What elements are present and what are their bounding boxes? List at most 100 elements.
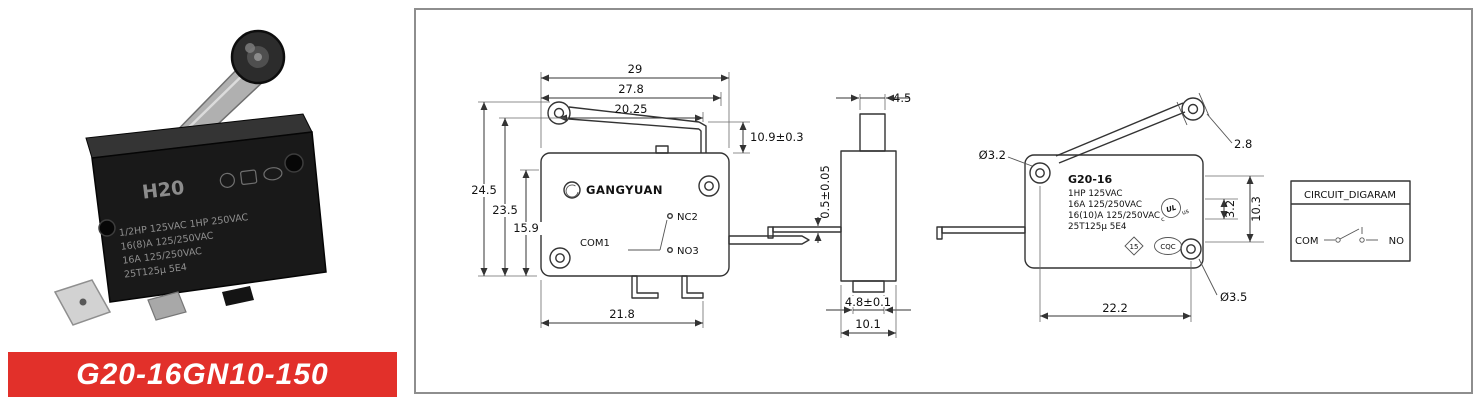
dim-lever-width: 27.8	[541, 82, 722, 106]
mounting-hole	[98, 219, 116, 237]
body-outline	[840, 150, 897, 282]
svg-text:2.8: 2.8	[1234, 137, 1252, 151]
dim-total-width: 29	[540, 62, 730, 148]
circuit-contact	[1335, 237, 1341, 243]
mounting-hole	[549, 247, 571, 269]
dim-depth: 10.1	[840, 285, 897, 338]
circuit-box-outline	[1290, 180, 1411, 262]
ul-mark-icon: UL c us	[1160, 198, 1190, 224]
svg-text:10.3: 10.3	[1249, 196, 1263, 222]
circuit-blade	[1339, 228, 1360, 240]
switch-terminal	[147, 291, 187, 321]
dim-hole-diameter: Ø3.2	[979, 148, 1033, 167]
lever-edge	[1055, 102, 1184, 157]
rating-line: 16(10)A 125/250VAC	[1068, 211, 1160, 221]
svg-text:3.2: 3.2	[1223, 200, 1237, 218]
svg-text:c: c	[1160, 216, 1165, 224]
mounting-hole	[284, 153, 304, 173]
dim-bottom-width: 21.8	[540, 280, 704, 328]
roller-axle	[553, 107, 565, 119]
no-label: NO3	[677, 246, 699, 257]
svg-text:Ø3.5: Ø3.5	[1220, 290, 1247, 304]
actuator-tab	[222, 286, 254, 306]
circuit-com-label: COM	[1295, 236, 1318, 247]
photo-series-marking: H20	[141, 177, 186, 204]
mounting-hole-inner	[1035, 168, 1045, 178]
dim-terminal-thickness: 0.5±0.05	[814, 165, 832, 243]
front-view: GANGYUAN NC2 COM1 NO3 29	[468, 62, 810, 328]
terminal-tip	[767, 226, 774, 239]
svg-text:15: 15	[1130, 243, 1139, 251]
svg-text:0.5±0.05: 0.5±0.05	[818, 165, 832, 219]
rating-line: 16A 125/250VAC	[1068, 200, 1142, 210]
mounting-hole	[1029, 162, 1051, 184]
diamond-15-mark: 15	[1124, 236, 1144, 256]
side-view: 4.5 0.5±0.05 4.8±0.1	[767, 91, 911, 338]
model-banner: G20-16GN10-150	[8, 352, 397, 397]
terminal-hole	[79, 298, 87, 306]
common-terminal	[728, 235, 810, 245]
body-outline	[540, 152, 730, 277]
marking-view: G20-16 1HP 125VAC 16A 125/250VAC 16(10)A…	[936, 92, 1264, 322]
roller	[547, 101, 571, 125]
dim-height: 10.3	[1205, 175, 1264, 243]
side-terminal	[941, 226, 1026, 234]
mounting-hole	[698, 175, 720, 197]
plunger	[859, 113, 886, 152]
rating-line: 25T125μ 5E4	[1068, 222, 1127, 232]
lever-edge	[1058, 111, 1186, 164]
svg-text:27.8: 27.8	[618, 82, 644, 96]
dim-free-height: 10.9±0.3	[708, 121, 804, 154]
svg-text:Ø3.2: Ø3.2	[979, 148, 1006, 162]
roller	[1181, 97, 1205, 121]
circuit-diagram-box: CIRCUIT_DIGARAM COM NO	[1290, 180, 1411, 262]
lever-edge	[568, 118, 700, 130]
lever-hook	[698, 121, 707, 153]
svg-text:4.8±0.1: 4.8±0.1	[845, 295, 891, 309]
rating-line: 1HP 125VAC	[1068, 189, 1123, 199]
svg-text:10.9±0.3: 10.9±0.3	[750, 130, 804, 144]
cert-mark-icons	[219, 167, 283, 188]
nc-label: NC2	[677, 212, 698, 223]
dim-base-width: 4.8±0.1	[826, 295, 911, 314]
svg-text:15.9: 15.9	[513, 221, 539, 235]
svg-text:24.5: 24.5	[471, 183, 497, 197]
bottom-terminal	[631, 275, 659, 299]
mounting-hole	[1180, 238, 1202, 260]
product-photo-pane: H20 1/2HP 125VAC 1HP 250VAC 16(8)A 125/2…	[0, 0, 414, 403]
lever-hook	[698, 128, 702, 153]
nc-contact	[666, 212, 673, 219]
plunger-pin	[655, 145, 669, 154]
brand-logo-swirl	[565, 184, 579, 198]
svg-text:22.2: 22.2	[1102, 301, 1128, 315]
roller-axle	[1187, 103, 1199, 115]
dim-inner-width: 20.25	[559, 102, 704, 122]
circuit-no-label: NO	[1389, 236, 1404, 247]
svg-text:29: 29	[628, 62, 643, 76]
brand-logo-icon	[563, 181, 581, 199]
switch-body	[91, 131, 327, 303]
svg-text:20.25: 20.25	[615, 102, 648, 116]
base	[852, 280, 885, 293]
dim-terminal-height: 15.9	[510, 169, 542, 276]
dim-pitch: 3.2	[1205, 198, 1238, 220]
mounting-hole-inner	[555, 253, 565, 263]
switch-photo: H20 1/2HP 125VAC 1HP 250VAC 16(8)A 125/2…	[53, 29, 327, 326]
mounting-hole-inner	[704, 181, 714, 191]
roller-highlight	[245, 43, 255, 53]
body-outline	[1024, 154, 1204, 269]
contact-blade	[659, 219, 668, 251]
svg-text:us: us	[1181, 208, 1190, 217]
svg-text:UL: UL	[1165, 204, 1177, 215]
technical-drawing: GANGYUAN NC2 COM1 NO3 29	[468, 62, 1411, 338]
roller-axle	[254, 53, 262, 61]
circuit-title: CIRCUIT_DIGARAM	[1304, 190, 1396, 201]
svg-text:21.8: 21.8	[609, 307, 635, 321]
dim-hole-diameter-2: Ø3.5	[1198, 258, 1247, 304]
dim-total-height: 24.5	[468, 101, 550, 277]
circuit-contact	[1359, 237, 1365, 243]
bottom-terminal	[681, 275, 704, 299]
dim-plunger-width: 4.5	[836, 91, 911, 110]
cqc-mark-icon: CQC	[1154, 237, 1182, 255]
